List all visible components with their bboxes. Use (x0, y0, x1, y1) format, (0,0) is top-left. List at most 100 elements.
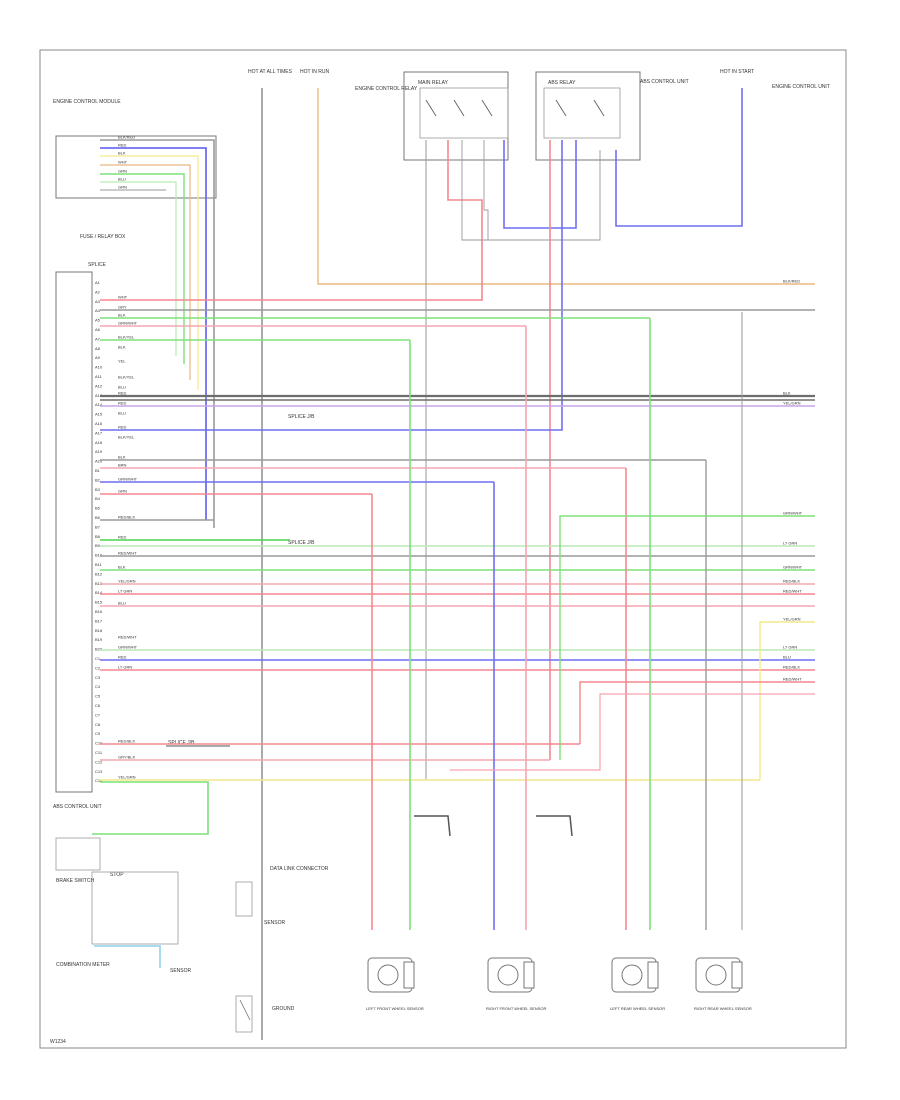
right-wire-label: BLK/RED (783, 279, 800, 284)
pin-number: B14 (95, 590, 103, 595)
pin-number: B20 (95, 647, 103, 652)
relay-desc-label: ABS CONTROL UNIT (640, 79, 689, 85)
wire-red-relay (100, 140, 483, 301)
pin-number: B11 (95, 562, 103, 567)
wire-color-label: RED (118, 401, 127, 406)
wire-color-label: RED/WHT (118, 551, 137, 556)
right-wire-label: RED/WHT (783, 589, 802, 594)
wire-color-label: BLK (118, 313, 126, 318)
module-box (91, 871, 179, 945)
wire-orange-top (100, 164, 191, 380)
diagram-frame (39, 49, 847, 1049)
main-relay-label: MAIN RELAY (418, 80, 449, 86)
wire-color-label: RED/BLK (118, 739, 135, 744)
wire-color-label: RED (118, 655, 127, 660)
pin-number: A6 (95, 327, 101, 332)
pin-number: C5 (95, 694, 101, 699)
pin-number: A3 (95, 299, 101, 304)
pin-number: A15 (95, 412, 103, 417)
pin-number: B12 (95, 571, 103, 576)
pin-number: C10 (95, 741, 103, 746)
wire-color-label: RED (118, 535, 127, 540)
pin-number: B17 (95, 618, 103, 623)
pin-number: A2 (95, 289, 101, 294)
right-wire-label: GRN/WHT (783, 565, 803, 570)
wire-color-label: GRN (118, 489, 127, 494)
wire-color-label: BLK (118, 565, 126, 570)
wire-color-label: RED (118, 391, 127, 396)
pin-number: B2 (95, 477, 101, 482)
pin-number: B9 (95, 543, 101, 548)
ecu-bottom-label: ABS CONTROL UNIT (53, 804, 102, 810)
pin-number: B6 (95, 515, 101, 520)
wheel-sensor-label: LEFT REAR WHEEL SENSOR (610, 1006, 665, 1011)
wire-color-label: YEL/GRN (118, 775, 136, 780)
pin-number: A14 (95, 402, 103, 407)
sensor-label: SENSOR (170, 968, 192, 974)
wire-color-label: RED (118, 425, 127, 430)
wire-green-top (100, 173, 185, 364)
wire-color-label: BLU (118, 411, 126, 416)
wire-yellow-feed (759, 621, 815, 780)
pin-number: B16 (95, 609, 103, 614)
dlc-label: DATA LINK CONNECTOR (270, 866, 329, 872)
ecu-top-label: ENGINE CONTROL MODULE (53, 99, 121, 105)
pin-number: A19 (95, 449, 103, 454)
ground-point-label: GROUND (272, 1006, 295, 1012)
wire-color-label: RED/WHT (118, 635, 137, 640)
pin-number: A12 (95, 383, 103, 388)
pin-number: A7 (95, 336, 101, 341)
wheel-sensor: RIGHT REAR WHEEL SENSOR (694, 957, 752, 1011)
wire-color-label: GRN/WHT (118, 321, 138, 326)
fuse-3-desc-label: ENGINE CONTROL UNIT (772, 84, 830, 90)
fuse-desc-label: ENGINE CONTROL RELAY (355, 86, 418, 92)
stop-label: STOP (110, 872, 124, 878)
fuse-1-label: HOT AT ALL TIMES (248, 69, 293, 75)
wire-gray-link2 (483, 140, 489, 240)
pin-number: A20 (95, 459, 103, 464)
ecu-connector-main (55, 271, 93, 793)
pin-number: B13 (95, 581, 103, 586)
pin-number: B10 (95, 553, 103, 558)
fuse-3-label: HOT IN START (720, 69, 754, 75)
relay-contact (425, 99, 437, 117)
connector-label: COMBINATION METER (56, 962, 110, 968)
wire-green-feed (559, 515, 815, 760)
wire-color-label: GRN/WHT (118, 645, 138, 650)
pin-number: A16 (95, 421, 103, 426)
right-wire-label: RED/WHT (783, 677, 802, 682)
pin-number: B1 (95, 468, 101, 473)
wire-color-label: GRN/WHT (118, 477, 138, 482)
wire-green-down (92, 781, 209, 835)
wire-color-label: BLU (118, 601, 126, 606)
pin-number: A18 (95, 440, 103, 445)
right-wire-label: LT GRN (783, 645, 797, 650)
wire-color-label: BLK/YEL (118, 375, 135, 380)
splice-c-label: SPLICE J/B (168, 740, 195, 746)
wire-color-label: WHT (118, 295, 128, 300)
wire-color-label: BLU (118, 177, 126, 182)
right-wire-label: RED/BLK (783, 665, 800, 670)
relay-contact (555, 99, 567, 117)
pin-number: C12 (95, 759, 103, 764)
pin-number: A9 (95, 355, 101, 360)
splice-1-label: SPLICE (88, 262, 106, 268)
pin-number: A17 (95, 430, 103, 435)
pin-number: A8 (95, 346, 101, 351)
wire-color-label: RED (118, 143, 127, 148)
right-wire-label: LT GRN (783, 541, 797, 546)
wire-blue-fuse3 (615, 88, 743, 227)
right-wire-label: YEL/GRN (783, 617, 801, 622)
wire-color-label: BLK (118, 151, 126, 156)
wheel-sensor-label: RIGHT FRONT WHEEL SENSOR (486, 1006, 546, 1011)
wire-color-label: YEL (118, 359, 126, 364)
dlc-graphic (235, 881, 253, 1033)
pin-number: B15 (95, 600, 103, 605)
abs-relay-label: ABS RELAY (548, 80, 576, 86)
wire-color-label: WHT (118, 160, 128, 165)
wire-color-label: BLK/YEL (118, 335, 135, 340)
right-wire-label: GRN/WHT (783, 511, 803, 516)
